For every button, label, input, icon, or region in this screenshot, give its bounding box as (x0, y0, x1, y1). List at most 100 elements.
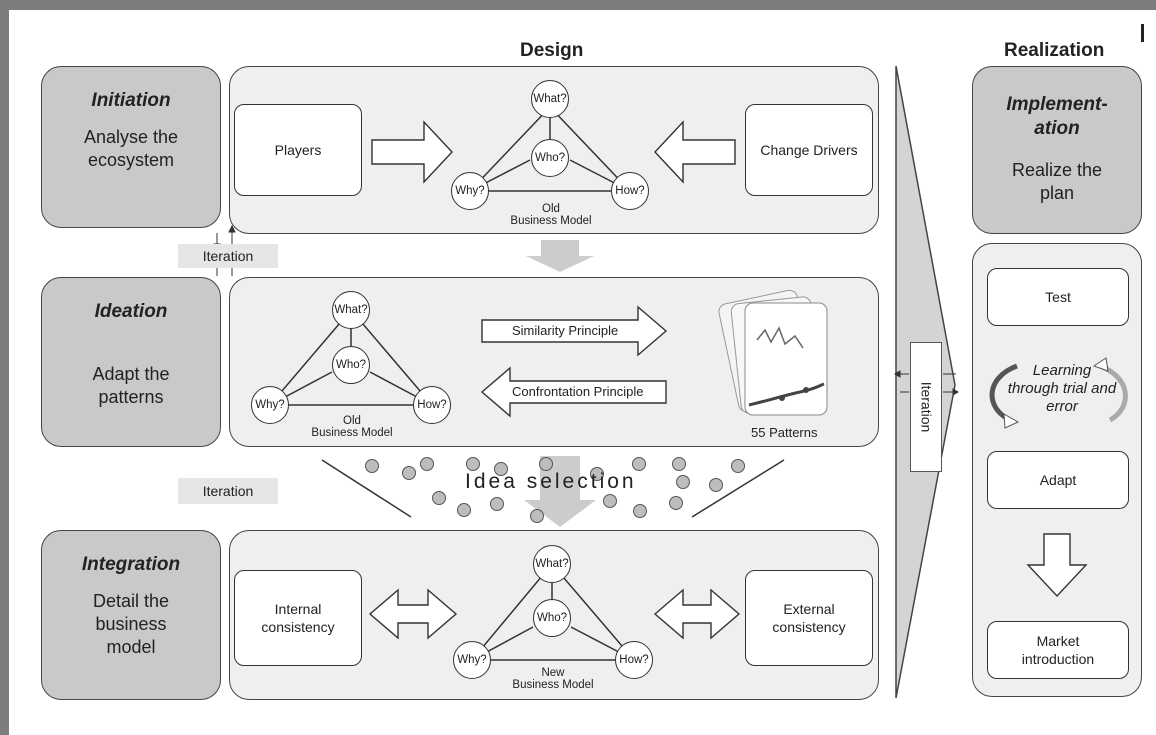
who-circle: Who? (531, 139, 569, 177)
cycle-arrowhead-icon (1003, 413, 1020, 429)
desc-line: ecosystem (87, 150, 175, 170)
cycle-arrow-icon (1099, 363, 1128, 423)
funnel-left-line (321, 459, 412, 518)
external-consistency-label: External consistency (772, 600, 845, 636)
box-line: Internal (274, 601, 322, 617)
why-circle: Why? (451, 172, 489, 210)
idea-dot (709, 478, 723, 492)
initiation-desc: Analyse the ecosystem (42, 126, 220, 172)
right-arrow-icon (481, 305, 668, 357)
desc-line: business (95, 614, 167, 634)
title-line: Implement- (1006, 94, 1108, 115)
internal-consistency-label: Internal consistency (261, 600, 334, 636)
integration-desc: Detail the business model (42, 590, 220, 659)
implementation-desc: Realize the plan (973, 159, 1141, 205)
implementation-stage: Implement- ation Realize the plan (972, 66, 1142, 234)
integration-stage: Integration Detail the business model (41, 530, 221, 700)
desc-line: Realize the (1011, 160, 1103, 180)
idea-dot (590, 467, 604, 481)
stray-mark (1141, 24, 1144, 42)
caption-line: Business Model (311, 427, 393, 439)
caption-line: Business Model (510, 215, 592, 227)
idea-dot (457, 503, 471, 517)
learning-line: Learning (1032, 362, 1092, 379)
caption-line: Old (542, 203, 560, 215)
double-arrow-icon (368, 588, 458, 640)
how-circle: How? (413, 386, 451, 424)
similarity-principle-label: Similarity Principle (512, 323, 619, 338)
desc-line: model (106, 637, 156, 657)
change-drivers-box: Change Drivers (745, 104, 873, 196)
caption-line: New (541, 667, 565, 679)
cycle-arrowhead-icon (1092, 357, 1109, 372)
learning-line: through trial and (1007, 380, 1117, 397)
players-box: Players (234, 104, 362, 196)
idea-dot (530, 509, 544, 523)
old-business-model-caption: Old Business Model (491, 203, 611, 227)
box-line: Market (1036, 633, 1080, 649)
desc-line: Analyse the (83, 127, 179, 147)
frame-top-border (0, 0, 1156, 10)
implementation-title: Implement- ation (973, 93, 1141, 141)
idea-dot (676, 475, 690, 489)
box-line: introduction (1021, 651, 1095, 667)
iteration-tag-vertical: Iteration (910, 342, 942, 472)
desc-line: Adapt the (92, 364, 170, 384)
patterns-label: 55 Patterns (751, 425, 818, 440)
idea-selection-label: Idea selection (465, 470, 637, 493)
learning-text: Learning through trial and error (998, 362, 1126, 416)
idea-dot (633, 504, 647, 518)
pattern-cards-icon (718, 289, 828, 416)
ideation-title: Ideation (94, 301, 168, 322)
cycle-arrow-icon (989, 363, 1018, 423)
idea-dot (539, 457, 553, 471)
caption-line: Old (343, 415, 361, 427)
desc-line: Detail the (92, 591, 170, 611)
frame-left-border (0, 0, 9, 735)
who-circle: Who? (332, 346, 370, 384)
idea-dot (603, 494, 617, 508)
test-box: Test (987, 268, 1129, 326)
what-circle: What? (533, 545, 571, 583)
double-arrow-icon (653, 588, 741, 640)
design-header: Design (520, 40, 584, 61)
confrontation-principle-label: Confrontation Principle (512, 384, 644, 399)
box-line: consistency (261, 619, 335, 635)
idea-dot (432, 491, 446, 505)
idea-dot (420, 457, 434, 471)
desc-line: plan (1039, 183, 1075, 203)
idea-dot (672, 457, 686, 471)
desc-line: patterns (98, 387, 164, 407)
box-line: External (783, 601, 835, 617)
down-arrow-icon (526, 240, 594, 272)
integration-title: Integration (81, 554, 181, 575)
idea-dot (402, 466, 416, 480)
initiation-stage: Initiation Analyse the ecosystem (41, 66, 221, 228)
iteration-left-right-arrows-icon (894, 370, 959, 396)
right-arrow-icon (371, 120, 453, 184)
idea-dot (731, 459, 745, 473)
idea-dot (365, 459, 379, 473)
how-circle: How? (615, 641, 653, 679)
internal-consistency-box: Internal consistency (234, 570, 362, 666)
idea-dot (669, 496, 683, 510)
title-line: ation (1034, 118, 1080, 139)
who-circle: Who? (533, 599, 571, 637)
external-consistency-box: External consistency (745, 570, 873, 666)
realization-header: Realization (1004, 40, 1105, 61)
box-line: consistency (772, 619, 846, 635)
idea-selection-arrow-icon (524, 456, 596, 527)
market-introduction-box: Market introduction (987, 621, 1129, 679)
idea-dot (632, 457, 646, 471)
idea-dot (490, 497, 504, 511)
left-arrow-icon (480, 366, 667, 418)
market-introduction-label: Market introduction (1022, 632, 1094, 668)
ideation-desc: Adapt the patterns (42, 363, 220, 409)
idea-dot (494, 462, 508, 476)
learning-line: error (1046, 398, 1078, 415)
old-business-model-caption: Old Business Model (292, 415, 412, 439)
how-circle: How? (611, 172, 649, 210)
idea-dot (466, 457, 480, 471)
initiation-title: Initiation (91, 90, 171, 111)
